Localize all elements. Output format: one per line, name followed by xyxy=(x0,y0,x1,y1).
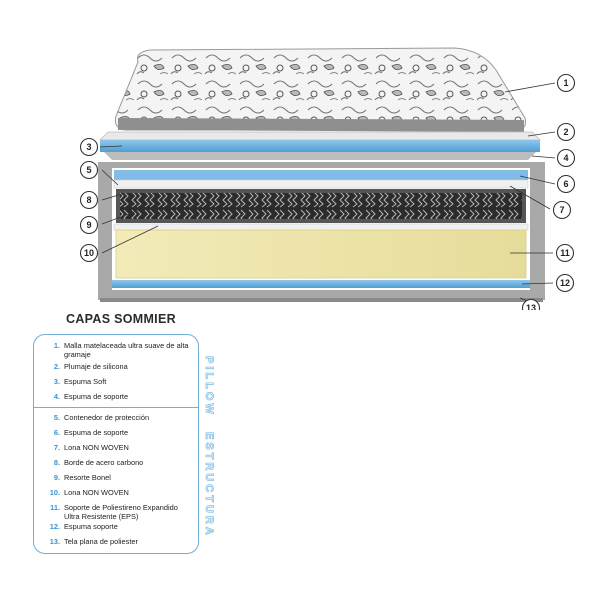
svg-text:10: 10 xyxy=(84,248,94,258)
svg-text:5: 5 xyxy=(86,165,91,175)
svg-text:1: 1 xyxy=(563,78,568,88)
svg-text:7: 7 xyxy=(559,205,564,215)
legend-item: 1.Malla matelaceada ultra suave de alta … xyxy=(53,341,189,359)
layer-springs xyxy=(116,189,526,223)
svg-text:4: 4 xyxy=(563,153,568,163)
svg-text:11: 11 xyxy=(560,248,570,258)
legend-item: 9.Resorte Bonel xyxy=(53,473,111,482)
layer-eps xyxy=(115,229,527,279)
callout-6: 6 xyxy=(556,174,576,194)
layer-non-woven-bottom xyxy=(113,223,529,231)
svg-text:13: 13 xyxy=(526,303,536,310)
layer-silicone xyxy=(99,131,541,141)
callout-5: 5 xyxy=(79,160,99,180)
callout-12: 12 xyxy=(555,273,575,293)
layer-quilted-top xyxy=(114,47,526,132)
leader-lines xyxy=(99,82,556,303)
layer-bottom-foam xyxy=(112,280,530,288)
legend-group-estructura: 5.Contenedor de protección 6.Espuma de s… xyxy=(33,407,199,554)
svg-text:8: 8 xyxy=(86,195,91,205)
legend-item: 2.Plumaje de silicona xyxy=(53,362,128,371)
svg-text:2: 2 xyxy=(563,127,568,137)
legend-item: 7.Lona NON WOVEN xyxy=(53,443,129,452)
legend-item: 6.Espuma de soporte xyxy=(53,428,129,437)
callout-2: 2 xyxy=(556,122,576,142)
callout-13: 13 xyxy=(521,298,541,310)
svg-text:3: 3 xyxy=(86,142,91,152)
group-label-pillow: PILLOW xyxy=(203,356,216,418)
layer-non-woven-top xyxy=(113,179,529,189)
legend-item: 12.Espuma soporte xyxy=(49,522,118,531)
svg-text:12: 12 xyxy=(560,278,570,288)
legend-item: 4.Espuma de soporte xyxy=(53,392,129,401)
mattress-diagram: 1 2 3 4 5 6 7 8 9 10 11 12 13 xyxy=(79,47,576,310)
callout-3: 3 xyxy=(79,137,99,157)
svg-text:6: 6 xyxy=(563,179,568,189)
callout-11: 11 xyxy=(555,243,575,263)
callout-9: 9 xyxy=(79,215,99,235)
legend-item: 11.Soporte de Poliestireno Expandido Ult… xyxy=(50,503,178,521)
legend-group-pillow: 1.Malla matelaceada ultra suave de alta … xyxy=(33,334,199,408)
legend-title: CAPAS SOMMIER xyxy=(66,312,176,326)
legend-item: 3.Espuma Soft xyxy=(53,377,107,386)
svg-text:9: 9 xyxy=(86,220,91,230)
layer-support-foam-top xyxy=(104,152,536,160)
callout-1: 1 xyxy=(556,73,576,93)
legend-item: 10.Lona NON WOVEN xyxy=(49,488,129,497)
callout-8: 8 xyxy=(79,190,99,210)
layer-bottom-fabric xyxy=(100,298,543,302)
legend-item: 5.Contenedor de protección xyxy=(53,413,150,422)
callout-10: 10 xyxy=(79,243,99,263)
legend-item: 8.Borde de acero carbono xyxy=(53,458,144,467)
callout-7: 7 xyxy=(552,200,572,220)
group-label-estructura: ESTRUCTURA xyxy=(203,432,216,539)
callout-4: 4 xyxy=(556,148,576,168)
layer-inner-support-foam xyxy=(114,170,528,180)
legend-item: 13.Tela plana de poliester xyxy=(49,537,138,546)
layer-soft-foam xyxy=(100,140,540,152)
